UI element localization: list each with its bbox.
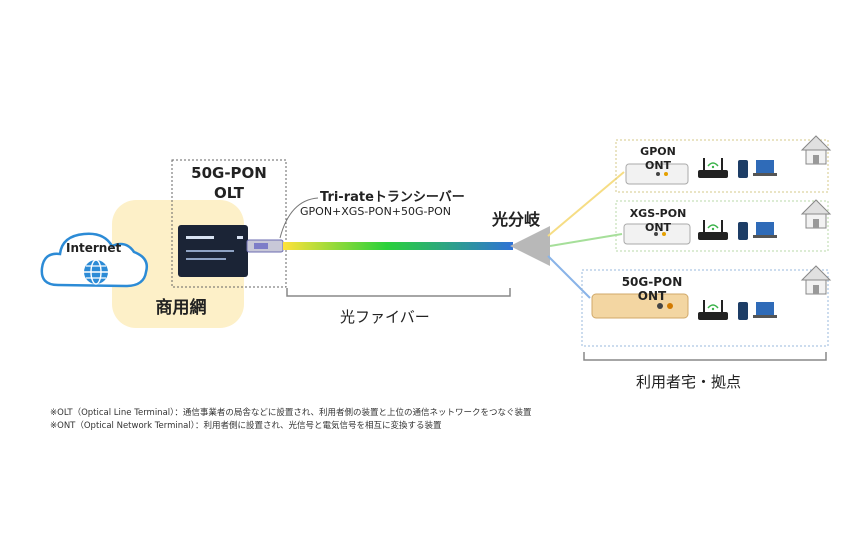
branch-xgs — [549, 233, 623, 247]
ont-label-line1: XGS-PON — [629, 207, 687, 220]
premises-label: 利用者宅・拠点 — [636, 373, 742, 391]
splitter-label: 光分岐 — [492, 210, 541, 229]
ont-xgs-device-icon — [623, 223, 691, 245]
transceiver-title: Tri-rateトランシーバー — [320, 190, 465, 205]
laptop-icon — [753, 160, 777, 176]
premises-bracket — [583, 352, 827, 361]
ont-xgs-label: XGS-PON ONT — [620, 207, 696, 235]
ont-label-line1: 50G-PON — [621, 275, 683, 289]
ont-gpon-label: GPON ONT — [628, 145, 688, 173]
smartphone-icon — [738, 160, 748, 178]
ont-50g-label: 50G-PON ONT — [606, 275, 698, 303]
house-icon — [800, 135, 832, 165]
branch-gpon — [547, 171, 625, 237]
router-icon — [698, 220, 728, 240]
fiber-span-bracket — [286, 288, 511, 297]
ont-gpon-device-icon — [625, 163, 689, 185]
olt-label: 50G-PON OLT — [170, 163, 288, 203]
transceiver-pointer — [279, 197, 319, 239]
laptop-icon — [753, 222, 777, 238]
olt-device-icon — [178, 225, 248, 277]
ont-50g-device-icon — [591, 293, 689, 319]
branch-50g — [547, 255, 591, 299]
house-icon — [800, 199, 832, 229]
router-icon — [698, 300, 728, 320]
internet-label: Internet — [66, 241, 122, 255]
ont-label-line2: ONT — [637, 289, 667, 303]
ont-label-line1: GPON — [640, 145, 676, 158]
splitter-icon — [510, 226, 550, 266]
footnote-ont: ※ONT（Optical Network Terminal）：利用者側に設置され… — [50, 421, 442, 431]
fiber-label: 光ファイバー — [340, 308, 430, 326]
trunk-fiber — [283, 242, 513, 250]
wifi-icon — [707, 224, 719, 231]
router-icon — [698, 158, 728, 178]
ont-label-line2: ONT — [644, 159, 672, 172]
olt-subtitle: OLT — [213, 184, 245, 202]
commercial-network-label: 商用網 — [155, 298, 207, 318]
olt-title: 50G-PON — [191, 164, 267, 182]
ont-label-line2: ONT — [644, 221, 672, 234]
smartphone-icon — [738, 302, 748, 320]
wifi-icon — [707, 162, 719, 169]
wifi-icon — [707, 304, 719, 311]
footnote-olt: ※OLT（Optical Line Terminal）：通信事業者の局舎などに設… — [50, 408, 532, 418]
transceiver-subtitle: GPON+XGS-PON+50G-PON — [300, 205, 452, 218]
premise-box-50g — [581, 269, 829, 347]
transceiver-module-icon — [246, 239, 284, 253]
globe-icon — [84, 259, 108, 285]
olt-boundary — [171, 159, 287, 288]
laptop-icon — [753, 302, 777, 318]
premise-box-xgs — [615, 200, 829, 252]
premise-box-gpon — [615, 139, 829, 193]
house-icon — [800, 265, 832, 295]
smartphone-icon — [738, 222, 748, 240]
